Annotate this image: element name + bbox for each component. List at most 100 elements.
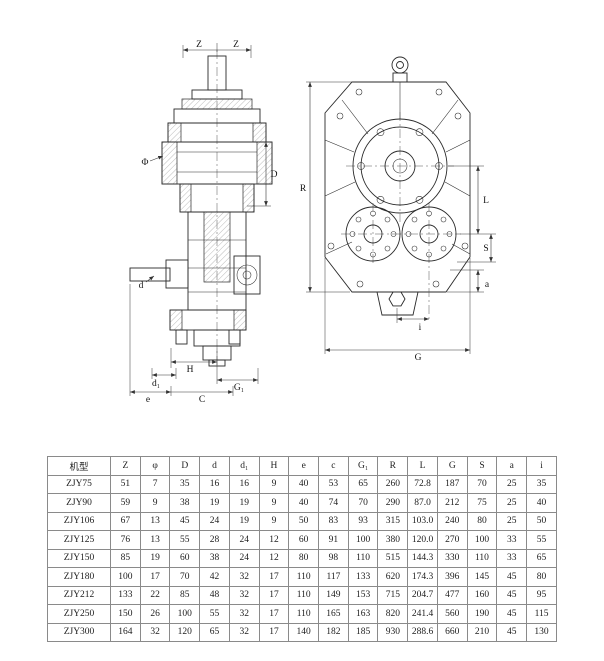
value-cell: 820 bbox=[377, 604, 409, 624]
value-cell: 45 bbox=[496, 585, 528, 605]
value-cell: 24 bbox=[199, 511, 230, 531]
value-cell: 38 bbox=[169, 493, 201, 513]
value-cell: 32 bbox=[228, 622, 260, 642]
value-cell: 330 bbox=[436, 548, 468, 568]
value-cell: 80 bbox=[526, 567, 557, 587]
value-cell: 270 bbox=[436, 530, 468, 550]
dim-label-G1: G₁ bbox=[234, 383, 244, 393]
value-cell: 477 bbox=[436, 585, 468, 605]
value-cell: 40 bbox=[288, 493, 320, 513]
value-cell: 9 bbox=[258, 493, 290, 513]
value-cell: 9 bbox=[258, 474, 290, 494]
value-cell: 32 bbox=[228, 567, 260, 587]
dim-label-G: G bbox=[415, 353, 422, 363]
value-cell: 80 bbox=[288, 548, 320, 568]
value-cell: 87.0 bbox=[407, 493, 438, 513]
value-cell: 48 bbox=[199, 585, 230, 605]
value-cell: 72.8 bbox=[407, 474, 438, 494]
section-dimensions: Z Z Φ D d H bbox=[129, 40, 278, 405]
value-cell: 19 bbox=[199, 493, 230, 513]
value-cell: 160 bbox=[466, 585, 498, 605]
value-cell: 17 bbox=[258, 585, 290, 605]
column-header: Z bbox=[110, 456, 141, 476]
value-cell: 240 bbox=[436, 511, 468, 531]
value-cell: 24 bbox=[228, 548, 260, 568]
model-cell: ZJY300 bbox=[47, 622, 111, 642]
value-cell: 55 bbox=[169, 530, 201, 550]
value-cell: 110 bbox=[288, 604, 320, 624]
model-cell: ZJY180 bbox=[47, 567, 111, 587]
dim-label-S: S bbox=[483, 244, 488, 254]
value-cell: 9 bbox=[258, 511, 290, 531]
value-cell: 24 bbox=[228, 530, 260, 550]
value-cell: 38 bbox=[199, 548, 230, 568]
column-header: d₁ bbox=[228, 456, 260, 476]
value-cell: 42 bbox=[199, 567, 230, 587]
value-cell: 380 bbox=[377, 530, 409, 550]
dim-label-i: i bbox=[419, 323, 422, 333]
dim-label-z-left: Z bbox=[196, 40, 202, 50]
drain-hex-plug bbox=[388, 291, 406, 307]
front-view: R L S a i bbox=[300, 56, 496, 363]
value-cell: 40 bbox=[288, 474, 320, 494]
value-cell: 17 bbox=[139, 567, 171, 587]
column-header: D bbox=[169, 456, 201, 476]
value-cell: 26 bbox=[139, 604, 171, 624]
column-header: L bbox=[407, 456, 438, 476]
value-cell: 396 bbox=[436, 567, 468, 587]
value-cell: 65 bbox=[526, 548, 557, 568]
value-cell: 187 bbox=[436, 474, 468, 494]
value-cell: 212 bbox=[436, 493, 468, 513]
value-cell: 50 bbox=[526, 511, 557, 531]
value-cell: 25 bbox=[496, 511, 528, 531]
value-cell: 182 bbox=[318, 622, 349, 642]
value-cell: 91 bbox=[318, 530, 349, 550]
value-cell: 110 bbox=[347, 548, 379, 568]
column-header: H bbox=[258, 456, 290, 476]
value-cell: 32 bbox=[139, 622, 171, 642]
model-cell: ZJY150 bbox=[47, 548, 111, 568]
value-cell: 19 bbox=[228, 511, 260, 531]
dim-label-phi: Φ bbox=[142, 158, 149, 168]
model-cell: ZJY212 bbox=[47, 585, 111, 605]
value-cell: 19 bbox=[228, 493, 260, 513]
perimeter-bolt-holes bbox=[327, 88, 469, 288]
housing-ribs bbox=[324, 82, 471, 255]
drawings-area: Z Z Φ D d H bbox=[129, 40, 496, 405]
value-cell: 190 bbox=[466, 604, 498, 624]
value-cell: 67 bbox=[110, 511, 141, 531]
value-cell: 95 bbox=[526, 585, 557, 605]
value-cell: 32 bbox=[228, 604, 260, 624]
dim-label-d1: d₁ bbox=[152, 379, 160, 389]
value-cell: 110 bbox=[466, 548, 498, 568]
value-cell: 12 bbox=[258, 530, 290, 550]
section-geometry bbox=[129, 55, 273, 367]
value-cell: 74 bbox=[318, 493, 349, 513]
value-cell: 620 bbox=[377, 567, 409, 587]
value-cell: 715 bbox=[377, 585, 409, 605]
value-cell: 65 bbox=[347, 474, 379, 494]
value-cell: 32 bbox=[228, 585, 260, 605]
value-cell: 22 bbox=[139, 585, 171, 605]
value-cell: 76 bbox=[110, 530, 141, 550]
value-cell: 130 bbox=[526, 622, 557, 642]
value-cell: 45 bbox=[496, 567, 528, 587]
column-header: a bbox=[496, 456, 528, 476]
value-cell: 103.0 bbox=[407, 511, 438, 531]
value-cell: 55 bbox=[526, 530, 557, 550]
value-cell: 149 bbox=[318, 585, 349, 605]
value-cell: 133 bbox=[110, 585, 141, 605]
value-cell: 45 bbox=[496, 622, 528, 642]
value-cell: 35 bbox=[526, 474, 557, 494]
column-header: φ bbox=[139, 456, 171, 476]
dim-label-z-right: Z bbox=[233, 40, 239, 50]
value-cell: 260 bbox=[377, 474, 409, 494]
value-cell: 660 bbox=[436, 622, 468, 642]
column-header: R bbox=[377, 456, 409, 476]
